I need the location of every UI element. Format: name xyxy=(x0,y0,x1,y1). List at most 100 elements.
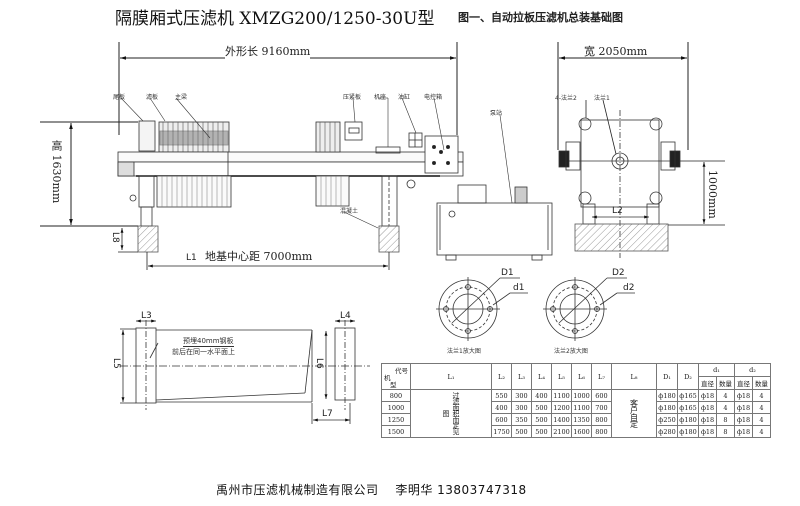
cell-d1-dia: ф18 xyxy=(698,389,717,402)
cell-d2-qty: 4 xyxy=(752,401,771,414)
cell-l6: 1350 xyxy=(571,413,592,426)
label-press-plate: 压紧板 xyxy=(343,94,362,101)
cell-l3: 350 xyxy=(511,413,532,426)
cell-d1-dia: ф18 xyxy=(698,413,717,426)
cell-d2-dia: ф18 xyxy=(734,401,753,414)
cell-d1-dia: ф18 xyxy=(698,401,717,414)
l8-merged-text: 客户自定 xyxy=(629,398,639,427)
header-l4: L₄ xyxy=(531,363,552,390)
cell-d1-qty: 4 xyxy=(716,401,735,414)
l1-label: L1 xyxy=(186,253,197,263)
l8-dimension xyxy=(118,225,138,253)
side-height-dimension xyxy=(585,99,725,226)
width-dimension xyxy=(557,42,689,150)
cell-l7: 800 xyxy=(591,425,612,438)
corner-type: 型 xyxy=(390,381,397,389)
cell-l6: 1600 xyxy=(571,425,592,438)
l5-label: L5 xyxy=(111,358,121,369)
label-main-beam: 主梁 xyxy=(175,94,188,101)
cell-d1-qty: 4 xyxy=(716,389,735,402)
cell-d2-dia: ф18 xyxy=(734,425,753,438)
cell-l6: 1100 xyxy=(571,401,592,414)
flange-2-detail xyxy=(543,277,635,341)
label-flange1-ref: 法兰1 xyxy=(594,95,610,102)
l7-label: L7 xyxy=(322,409,333,419)
flange-1-detail xyxy=(436,277,528,341)
cell-l5: 1100 xyxy=(551,389,572,402)
header-l6: L₆ xyxy=(571,363,592,390)
filter-press-side-view xyxy=(558,110,681,258)
header-d2-big: D₂ xyxy=(677,363,699,390)
cell-l2: 1750 xyxy=(491,425,512,438)
table-header-row: 代号 机 型 L₁ L₂ L₃ L₄ L₅ L₆ L₇ L₈ D₁ D₂ d₁ … xyxy=(381,363,771,390)
subheader-d1-dia: 直径 xyxy=(698,376,717,390)
cell-D1: ф280 xyxy=(656,425,678,438)
flange1-caption: 法兰1放大图 xyxy=(447,348,481,355)
cell-l4: 500 xyxy=(531,413,552,426)
cell-l8-merged: 客户自定 xyxy=(611,389,657,438)
cell-l7: 600 xyxy=(591,389,612,402)
label-machine-base: 机座 xyxy=(374,94,387,101)
cell-model: 1500 xyxy=(381,425,411,438)
cell-l7: 800 xyxy=(591,413,612,426)
foundation-plan xyxy=(120,319,370,424)
cell-d2-qty: 4 xyxy=(752,425,771,438)
label-filter-plate: 滤板 xyxy=(146,94,159,101)
cell-l3: 500 xyxy=(511,425,532,438)
header-l1: L₁ xyxy=(410,363,492,390)
filter-press-front-view xyxy=(117,120,464,227)
cell-d2-dia: ф18 xyxy=(734,413,753,426)
flange1-D-label: D1 xyxy=(501,268,514,278)
table-row: 1500 1750 500 500 2100 1600 800 ф280 ф18… xyxy=(381,425,771,438)
foundation-center-label: 地基中心距 7000mm xyxy=(205,250,313,263)
label-flange2-ref: 4-法兰2 xyxy=(555,95,577,102)
cell-D2: ф165 xyxy=(677,401,699,414)
l1-dimension xyxy=(146,252,390,270)
l4-label: L4 xyxy=(340,311,351,321)
header-d1-big: D₁ xyxy=(656,363,678,390)
header-l2: L₂ xyxy=(491,363,512,390)
cell-d1-dia: ф18 xyxy=(698,425,717,438)
subheader-d2-qty: 数量 xyxy=(752,376,771,390)
cell-l3: 300 xyxy=(511,389,532,402)
cell-l2: 400 xyxy=(491,401,512,414)
length-label: 外形长 9160mm xyxy=(225,43,311,59)
cell-model: 800 xyxy=(381,389,411,402)
l3-label: L3 xyxy=(141,311,152,321)
cell-l4: 500 xyxy=(531,401,552,414)
cell-d2-qty: 4 xyxy=(752,413,771,426)
cell-d1-qty: 8 xyxy=(716,413,735,426)
cell-l1-merged: 过滤面积而定见图 xyxy=(410,389,492,438)
corner-code: 代号 xyxy=(395,367,408,375)
corner-cell: 代号 机 型 xyxy=(381,363,411,390)
cell-d2-dia: ф18 xyxy=(734,389,753,402)
cell-D1: ф180 xyxy=(656,389,678,402)
header-l8: L₈ xyxy=(611,363,657,390)
cell-l4: 400 xyxy=(531,389,552,402)
header-l5: L₅ xyxy=(551,363,572,390)
l8-label: L8 xyxy=(110,232,120,243)
cell-l5: 1200 xyxy=(551,401,572,414)
side-foundation xyxy=(574,223,669,252)
header-d2-small: d₂ xyxy=(734,363,771,377)
cell-model: 1250 xyxy=(381,413,411,426)
cell-l2: 550 xyxy=(491,389,512,402)
drawing-title: 隔膜厢式压滤机 XMZG200/1250-30U型 xyxy=(115,9,435,29)
header-d1-small: d₁ xyxy=(698,363,735,377)
figure-caption: 图一、自动拉板压滤机总装基础图 xyxy=(458,11,623,24)
cell-l5: 2100 xyxy=(551,425,572,438)
corner-machine: 机 xyxy=(384,374,391,382)
cell-l2: 600 xyxy=(491,413,512,426)
cell-d1-qty: 8 xyxy=(716,425,735,438)
company-contact-footer: 禹州市压滤机械制造有限公司 李明华 13803747318 xyxy=(216,483,527,497)
height-label: 高 1630mm xyxy=(50,140,63,204)
side-height-label: 1000mm xyxy=(706,170,719,219)
table-row: 1250 600 350 500 1400 1350 800 ф250 ф180… xyxy=(381,413,771,426)
width-label: 宽 2050mm xyxy=(584,45,648,58)
l2-label: L2 xyxy=(612,206,623,216)
cell-D2: ф165 xyxy=(677,389,699,402)
l1-merged-text: 过滤面积而定见图 xyxy=(442,391,460,434)
pump-station xyxy=(436,184,553,261)
cell-d2-qty: 4 xyxy=(752,389,771,402)
